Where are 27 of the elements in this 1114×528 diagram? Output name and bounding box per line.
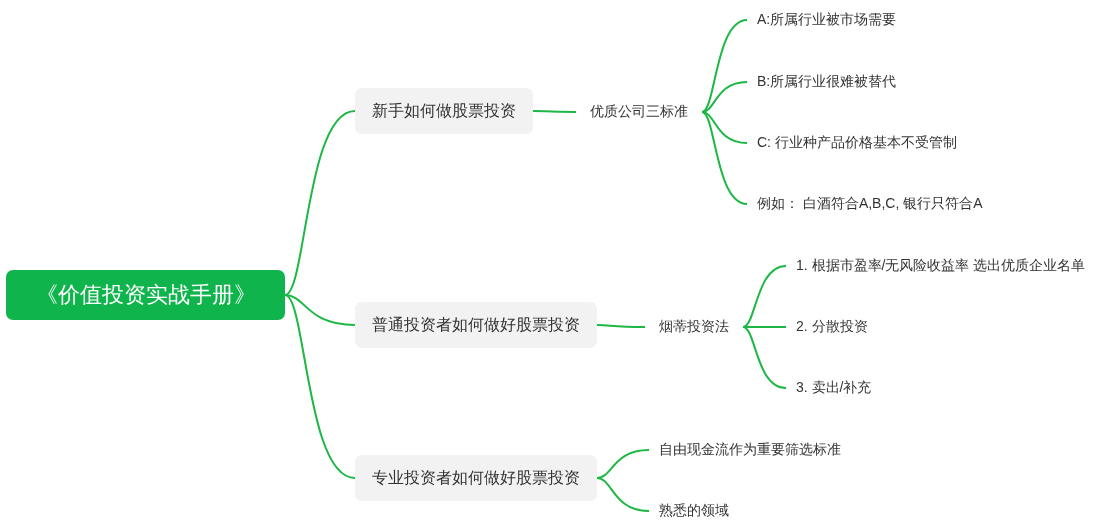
connector-line [284,110,356,296]
connector-line [284,294,356,479]
leaf-text: 自由现金流作为重要筛选标准 [649,437,841,463]
root-topic-box: 《价值投资实战手册》 [6,270,285,320]
connector-line [701,111,748,205]
connector-line [596,477,650,512]
leaf-text: 3. 卖出/补充 [786,375,872,401]
connector-line [596,324,646,328]
connector-line [701,81,748,113]
leaf-text: B:所属行业很难被替代 [747,69,897,95]
connector-line [742,265,787,328]
connector-line [284,294,356,326]
subtopic-text: 烟蒂投资法 [645,314,743,340]
leaf-text: 例如： 白酒符合A,B,C, 银行只符合A [747,191,983,217]
topic-box: 专业投资者如何做好股票投资 [355,455,597,501]
subtopic-text: 优质公司三标准 [576,99,702,125]
topic-box: 新手如何做股票投资 [355,88,533,134]
leaf-text: A:所属行业被市场需要 [747,7,897,33]
connector-line [532,110,577,113]
connector-line [742,326,787,328]
leaf-text: C: 行业种产品价格基本不受管制 [747,130,957,156]
connector-line [701,19,748,113]
leaf-text: 1. 根据市盈率/无风险收益率 选出优质企业名单 [786,253,1086,279]
connector-line [742,326,787,389]
leaf-text: 2. 分散投资 [786,314,868,340]
leaf-text: 熟悉的领域 [649,498,729,524]
topic-box: 普通投资者如何做好股票投资 [355,302,597,348]
